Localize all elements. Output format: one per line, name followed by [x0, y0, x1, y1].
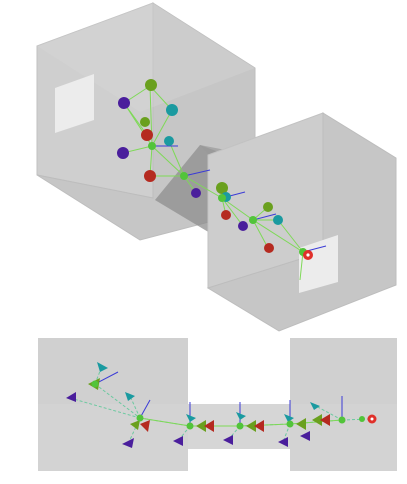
left-box-window: [55, 74, 94, 133]
marker-green: [263, 202, 273, 212]
marker-green: [296, 418, 306, 430]
marker-teal: [273, 215, 283, 225]
right-box-window: [299, 235, 338, 293]
marker-teal: [186, 414, 196, 422]
side-joints: [91, 380, 365, 430]
marker-red: [254, 420, 264, 432]
left-box-top-edge: [37, 3, 255, 112]
marker-red: [264, 243, 274, 253]
marker-purple: [191, 188, 201, 198]
marker-purple: [122, 438, 134, 448]
isometric-target: [303, 250, 313, 260]
marker-red: [204, 420, 214, 432]
marker-green: [312, 414, 322, 426]
marker-purple: [223, 435, 233, 445]
marker-purple: [300, 431, 310, 441]
marker-green: [130, 420, 140, 430]
side-view: [38, 338, 397, 471]
marker-teal: [125, 392, 135, 401]
marker-teal: [166, 104, 178, 116]
marker-purple: [278, 437, 288, 447]
marker-green: [216, 182, 228, 194]
side-left-box-lower: [38, 404, 188, 471]
right-box: [206, 112, 397, 332]
marker-teal: [284, 414, 294, 422]
marker-teal: [310, 402, 320, 410]
isometric-joints: [148, 142, 307, 256]
isometric-markers: [117, 79, 283, 253]
marker-teal: [164, 136, 174, 146]
marker-green: [145, 79, 157, 91]
marker-red: [141, 129, 153, 141]
marker-teal: [97, 362, 108, 372]
marker-green: [140, 117, 150, 127]
marker-red: [221, 210, 231, 220]
side-markers: [66, 362, 330, 448]
marker-red: [320, 414, 330, 426]
marker-purple: [238, 221, 248, 231]
marker-red: [144, 170, 156, 182]
marker-purple: [66, 392, 76, 402]
marker-purple: [117, 147, 129, 159]
marker-red: [140, 420, 150, 432]
side-target: [367, 414, 377, 424]
marker-purple: [118, 97, 130, 109]
isometric-view: [36, 2, 397, 332]
marker-green: [196, 420, 206, 432]
marker-teal: [236, 412, 246, 420]
marker-green: [246, 420, 256, 432]
marker-purple: [173, 436, 183, 446]
